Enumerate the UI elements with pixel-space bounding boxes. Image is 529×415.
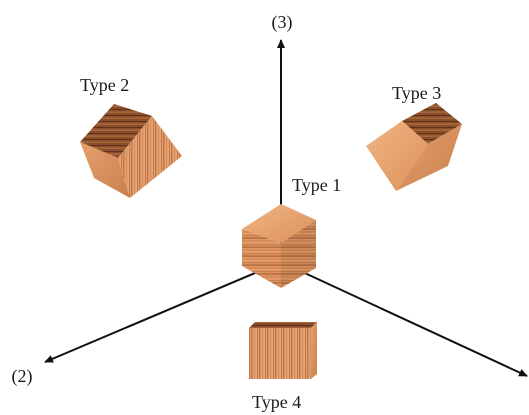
cube-type-4 — [249, 322, 317, 379]
cube-type-1-label: Type 1 — [292, 175, 341, 195]
cube-type-4-side-face — [311, 322, 317, 379]
cube-type-3-left-face — [366, 121, 428, 191]
cube-type-4-label: Type 4 — [252, 392, 301, 412]
cube-type-3-right-face — [396, 124, 462, 191]
axis-left-2 — [44, 261, 282, 363]
cube-type-1-left-face — [242, 229, 281, 288]
axis-right — [280, 261, 528, 377]
axis-label-2: (2) — [12, 366, 33, 387]
cube-type-4-top-face — [249, 322, 317, 328]
cube-type-2 — [80, 104, 182, 198]
cube-type-4-front-face — [249, 328, 311, 379]
cube-type-3 — [366, 103, 462, 191]
axis-label-3: (3) — [272, 12, 293, 33]
cube-type-1-top-face — [242, 204, 316, 243]
cube-type-1 — [242, 204, 316, 288]
cube-type-3-label: Type 3 — [392, 83, 441, 103]
cube-type-2-left-face — [80, 142, 130, 198]
cube-type-2-label: Type 2 — [80, 75, 129, 95]
cube-type-3-top-face — [402, 103, 462, 144]
cube-type-2-right-face — [118, 116, 182, 198]
cube-type-2-top-face — [80, 104, 152, 158]
cube-type-1-right-face — [281, 220, 316, 288]
